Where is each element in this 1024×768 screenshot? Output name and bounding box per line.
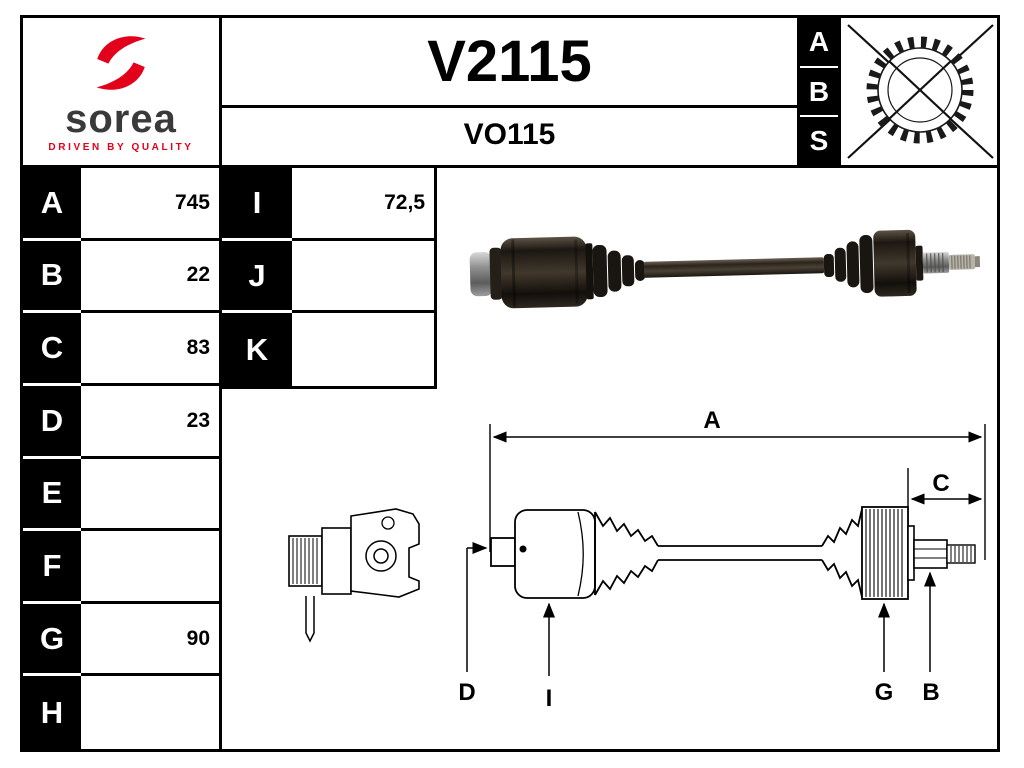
table-row: E	[23, 458, 219, 532]
abs-status-cell	[838, 18, 997, 165]
abs-indicator: A B S	[800, 18, 838, 166]
spec-row-value: 22	[81, 241, 219, 314]
part-number-cell: V2115 VO115	[222, 18, 800, 165]
dim-label-d: D	[458, 679, 475, 706]
dimension-table-left: A 745 B 22 C 83 D 23 E F	[23, 168, 222, 749]
technical-drawing: A C D I G B	[288, 407, 986, 712]
brand-tagline: DRIVEN BY QUALITY	[48, 142, 194, 153]
spec-row-value: 90	[81, 604, 219, 677]
spec-row-label: C	[23, 313, 81, 386]
spec-row-value	[81, 531, 219, 604]
spec-row-label: H	[23, 676, 81, 749]
spec-row-label: J	[222, 240, 292, 314]
table-row: J	[222, 240, 434, 314]
spec-row-value: 23	[81, 386, 219, 459]
part-number: V2115	[222, 18, 797, 108]
dim-label-c: C	[932, 470, 949, 497]
dim-label-i: I	[546, 685, 553, 712]
sorea-logo-icon	[96, 36, 146, 90]
table-row: I 72,5	[222, 168, 434, 241]
abs-letter-a: A	[800, 18, 838, 68]
reference-number: VO115	[463, 118, 556, 151]
driveshaft-drawing	[490, 506, 976, 600]
product-photo	[469, 229, 981, 309]
dim-label-b: B	[922, 679, 939, 706]
spec-row-value: 72,5	[292, 168, 434, 241]
spec-row-label: A	[23, 168, 81, 241]
spec-row-value: 83	[81, 313, 219, 386]
dim-label-g: G	[875, 679, 894, 706]
spec-row-label: G	[23, 603, 81, 677]
dimension-table-mid: I 72,5 J K	[222, 168, 437, 389]
spec-row-label: E	[23, 458, 81, 532]
spec-row-label: D	[23, 385, 81, 459]
table-row: D 23	[23, 385, 219, 459]
spec-row-value	[292, 241, 434, 314]
table-row: B 22	[23, 240, 219, 314]
dimension-a-lines	[489, 424, 986, 560]
table-row: C 83	[23, 313, 219, 386]
spec-row-label: K	[222, 313, 292, 387]
dim-label-a: A	[703, 407, 720, 434]
brand-name: sorea	[65, 97, 177, 141]
table-row: A 745	[23, 168, 219, 241]
table-row: F	[23, 531, 219, 604]
table-row: H	[23, 676, 219, 749]
inner-joint-detail-drawing	[288, 508, 420, 643]
spec-row-value	[81, 459, 219, 532]
brand-logo: sorea DRIVEN BY QUALITY	[23, 18, 222, 165]
abs-crossed-ring-icon	[847, 24, 994, 159]
spec-row-label: F	[23, 531, 81, 604]
abs-letter-b: B	[800, 67, 838, 118]
driveshaft-photo-group	[469, 229, 981, 309]
spec-row-value	[81, 676, 219, 749]
leader-lines	[466, 542, 936, 676]
spec-row-label: B	[23, 240, 81, 314]
spec-row-value: 745	[81, 168, 219, 241]
header-divider	[23, 165, 997, 168]
abs-letter-s: S	[800, 117, 838, 166]
table-row: G 90	[23, 603, 219, 677]
sheet-frame: sorea DRIVEN BY QUALITY V2115 VO115 A B …	[20, 15, 1000, 752]
table-row: K	[222, 313, 434, 387]
spec-row-label: I	[222, 168, 292, 241]
